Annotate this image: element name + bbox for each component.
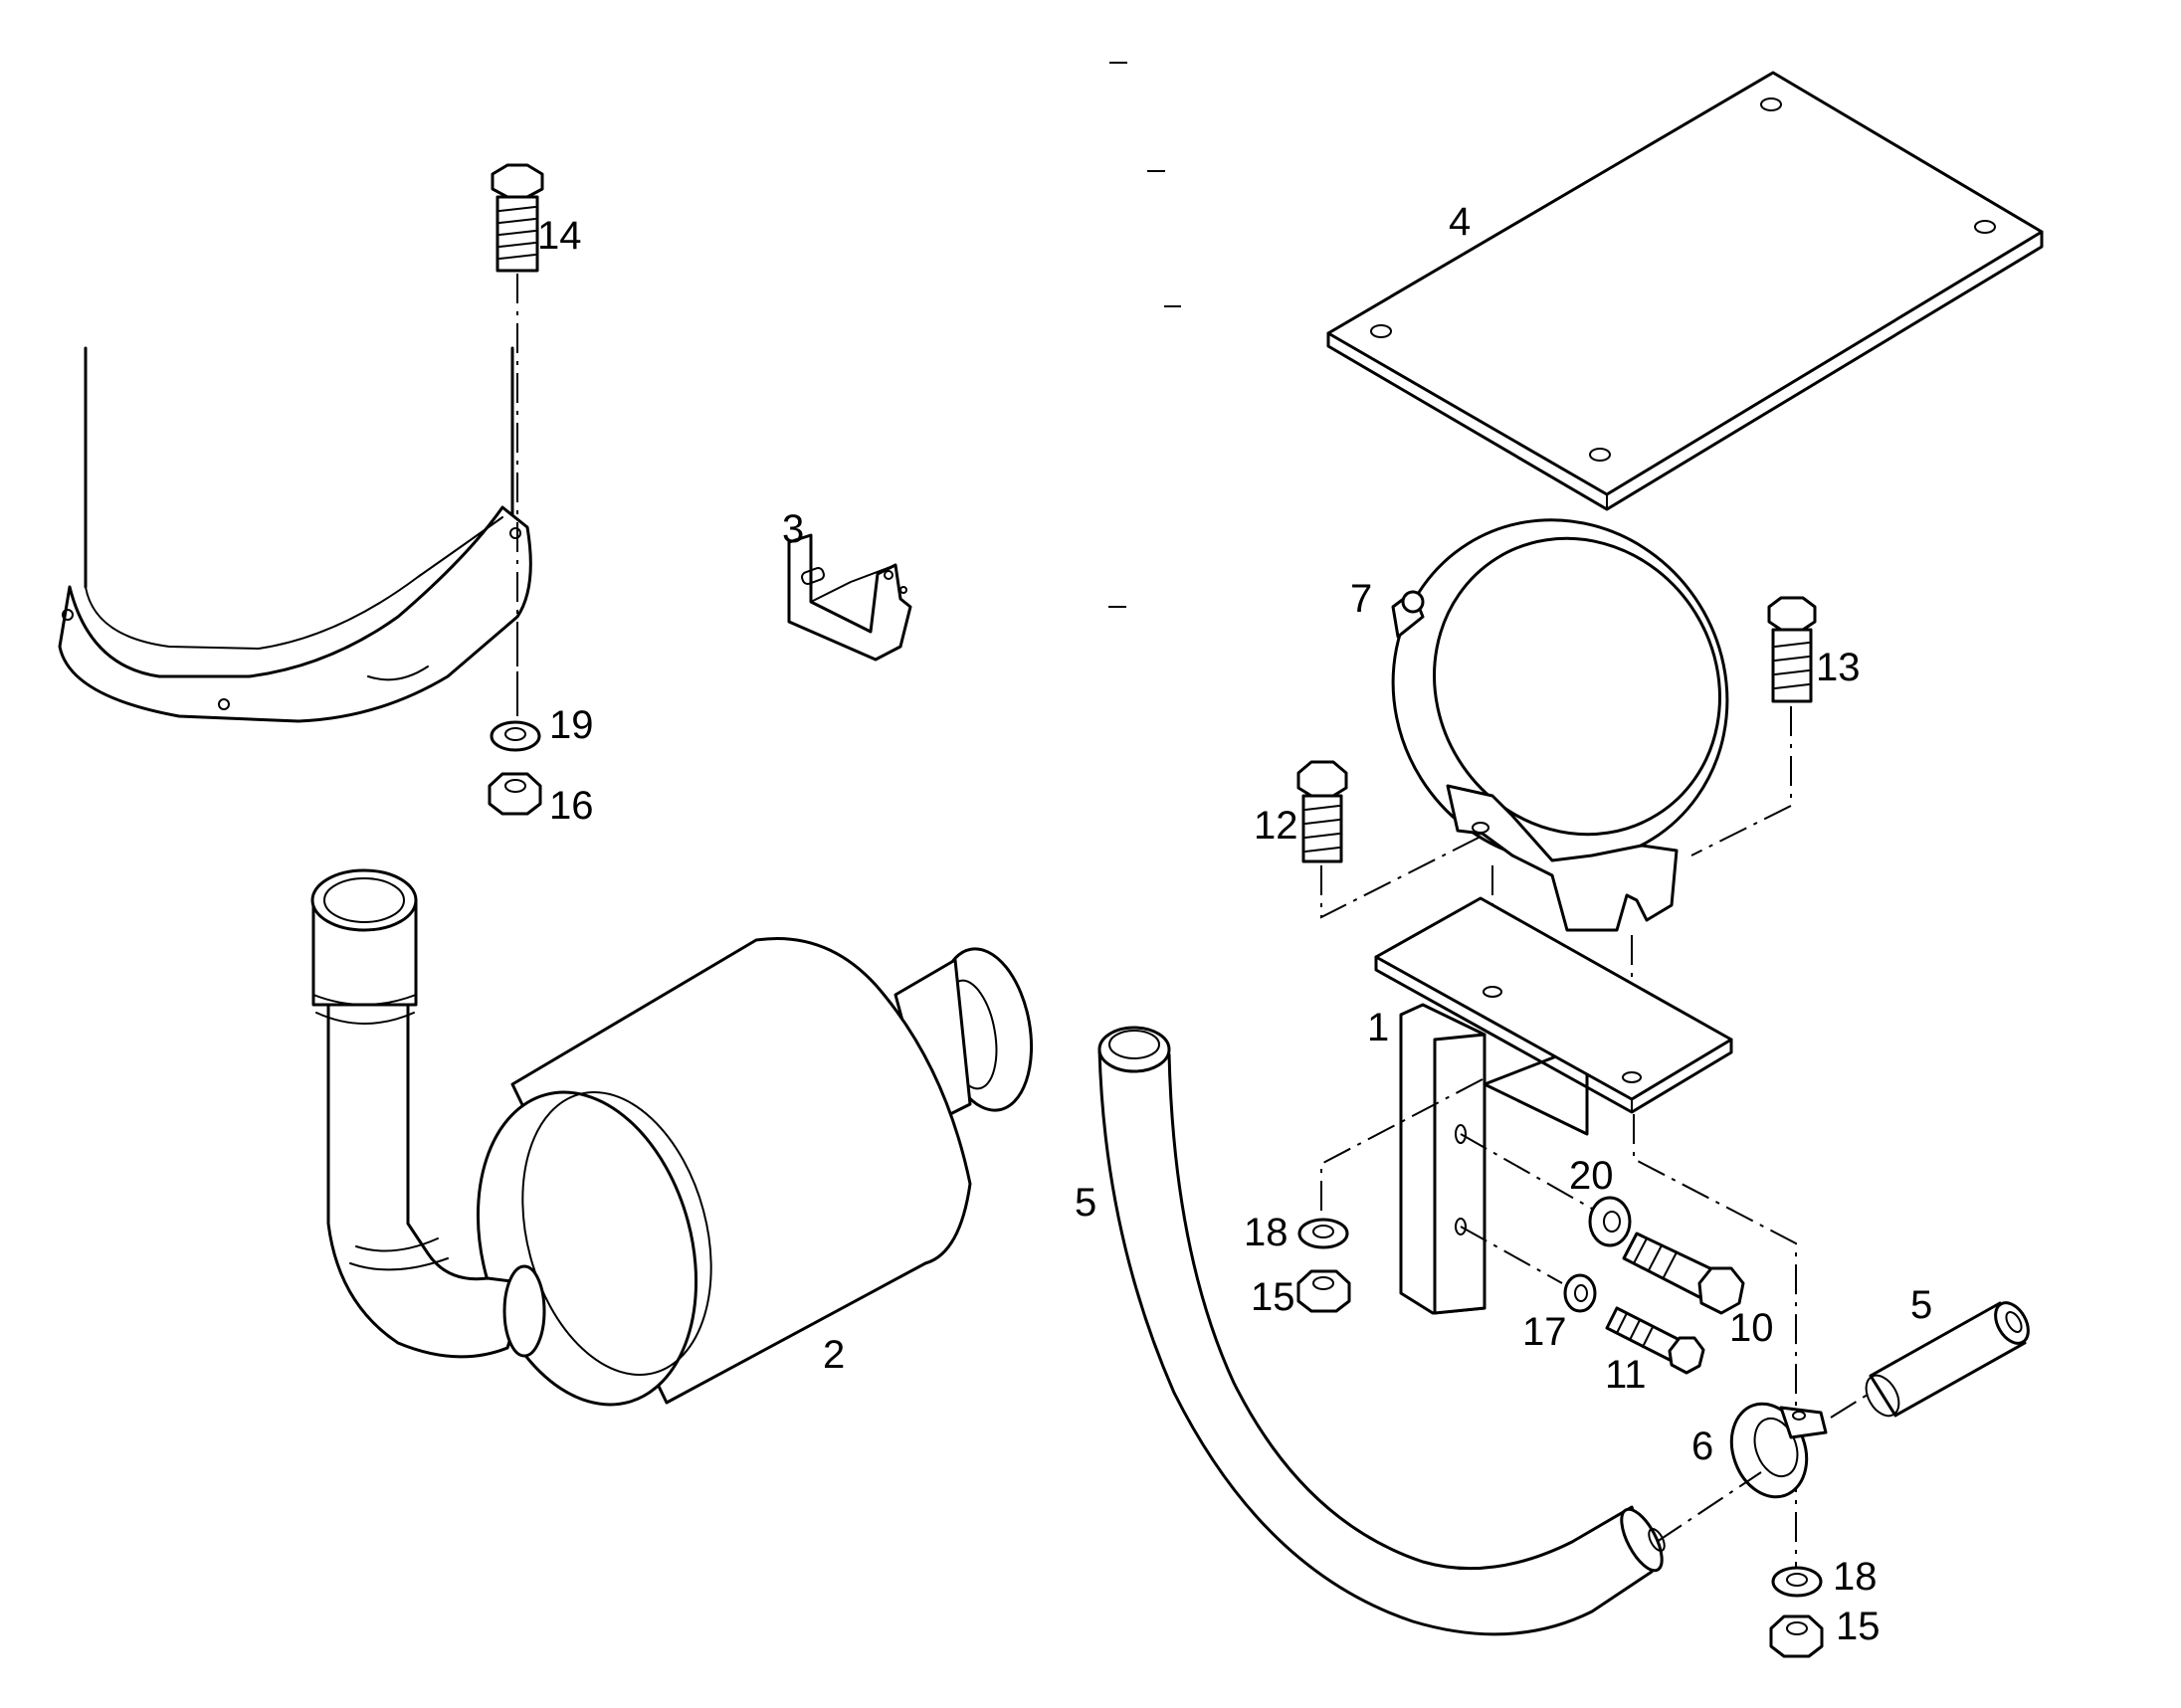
nut-15a xyxy=(1296,1269,1351,1313)
centerline-6 xyxy=(1633,1114,1797,1413)
label-16: 16 xyxy=(549,784,594,828)
label-19: 19 xyxy=(549,703,594,747)
plate-4 xyxy=(1326,71,2044,511)
label-7: 7 xyxy=(1350,577,1372,621)
support-bracket-1 xyxy=(1374,896,1733,1315)
washer-19 xyxy=(490,720,541,752)
washer-18b xyxy=(1771,1566,1823,1598)
label-6: 6 xyxy=(1691,1424,1713,1468)
label-5b: 5 xyxy=(1910,1283,1932,1327)
bracket-3 xyxy=(787,533,912,662)
label-5a: 5 xyxy=(1075,1181,1096,1225)
clip-6 xyxy=(1729,1402,1828,1499)
washer-17 xyxy=(1563,1273,1597,1313)
label-20: 20 xyxy=(1569,1154,1614,1198)
bolt-12 xyxy=(1296,760,1348,863)
nut-15b xyxy=(1769,1614,1824,1658)
centerline-13 xyxy=(1690,706,1792,856)
label-14: 14 xyxy=(537,214,582,258)
centerline-5b xyxy=(1830,1392,1872,1419)
bolt-14 xyxy=(491,163,544,273)
label-15a: 15 xyxy=(1251,1275,1295,1319)
washer-18a xyxy=(1297,1218,1349,1249)
centerline-12 xyxy=(1320,835,1484,919)
bolt-11 xyxy=(1605,1306,1705,1375)
label-17: 17 xyxy=(1522,1310,1567,1354)
label-1: 1 xyxy=(1367,1006,1389,1049)
label-3: 3 xyxy=(782,507,804,551)
label-13: 13 xyxy=(1816,646,1861,689)
bolt-10 xyxy=(1622,1232,1745,1315)
washer-20 xyxy=(1588,1196,1632,1247)
label-18a: 18 xyxy=(1244,1211,1289,1254)
centerline-5a xyxy=(1656,1471,1762,1543)
clamp-ring-7 xyxy=(1391,518,1729,932)
label-12: 12 xyxy=(1254,804,1298,848)
nut-16 xyxy=(488,772,542,816)
callout-labels: 14 19 16 3 4 7 13 12 1 2 5 20 18 15 10 1… xyxy=(537,200,1932,1648)
label-2: 2 xyxy=(823,1333,845,1377)
centerline-17-11 xyxy=(1460,1226,1563,1284)
label-15b: 15 xyxy=(1836,1605,1881,1648)
engine-housing-outline xyxy=(58,346,532,723)
label-10: 10 xyxy=(1729,1306,1774,1350)
centerline-20-10 xyxy=(1460,1133,1593,1210)
silencer-2 xyxy=(310,868,1034,1407)
hose-5a xyxy=(1097,1026,1666,1636)
label-4: 4 xyxy=(1449,200,1471,244)
scan-marks xyxy=(1108,62,1181,608)
label-18b: 18 xyxy=(1833,1555,1878,1599)
hose-5b xyxy=(1865,1301,2030,1418)
bolt-13 xyxy=(1767,596,1817,703)
label-11: 11 xyxy=(1605,1353,1647,1397)
centerline-18a xyxy=(1320,1078,1484,1216)
